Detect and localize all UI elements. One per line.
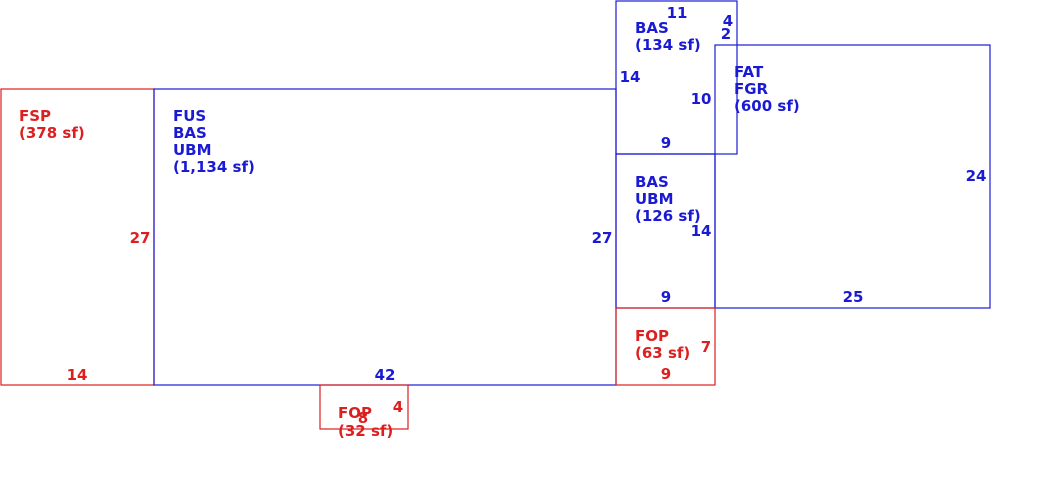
bas-top-dim-bottom: 9 xyxy=(661,134,671,152)
fop-right-label-line-2: (63 sf) xyxy=(635,344,690,362)
bas-top-dim-right-a: 4 xyxy=(723,12,733,30)
garage-outline xyxy=(714,44,991,309)
fsp-label-line-2: (378 sf) xyxy=(19,124,85,142)
garage-dim-bottom: 25 xyxy=(843,288,864,306)
bas-top-dim-left: 14 xyxy=(620,68,641,86)
main-label-line-1: FUS xyxy=(173,107,206,125)
bas-top-label-line-1: BAS xyxy=(635,19,669,37)
bas-top-dim-top: 11 xyxy=(667,4,688,22)
fsp-label-line-1: FSP xyxy=(19,107,51,125)
fop-right-outline xyxy=(615,307,716,386)
bas-top-dim-right-c: 10 xyxy=(691,90,712,108)
fop-bottom-label-line-2: (32 sf) xyxy=(338,422,393,440)
fop-bottom-outline xyxy=(319,384,409,430)
bas-top-label-line-2: (134 sf) xyxy=(635,36,701,54)
bas-ubm-dim-right: 14 xyxy=(691,222,712,240)
bas-ubm-dim-bottom: 9 xyxy=(661,288,671,306)
bas-ubm-label-line-1: BAS xyxy=(635,173,669,191)
fop-right-label-line-1: FOP xyxy=(635,327,669,345)
main-label-line-2: BAS xyxy=(173,124,207,142)
main-dim-right: 27 xyxy=(592,229,613,247)
bas-ubm-label-line-2: UBM xyxy=(635,190,674,208)
fop-bottom-label-line-1: FOP xyxy=(338,404,372,422)
fop-right-dim-bottom: 9 xyxy=(661,365,671,383)
bas-top-dim-right-b: 2 xyxy=(721,25,731,43)
garage-label-line-1: FAT xyxy=(734,63,764,81)
main-living-outline xyxy=(153,88,617,386)
garage-label-line-3: (600 sf) xyxy=(734,97,800,115)
main-label-line-4: (1,134 sf) xyxy=(173,158,255,176)
main-dim-bottom: 42 xyxy=(375,366,396,384)
main-label-line-3: UBM xyxy=(173,141,212,159)
fsp-dim-width: 14 xyxy=(67,366,88,384)
fsp-dim-depth: 27 xyxy=(130,229,151,247)
bas-ubm-label-line-3: (126 sf) xyxy=(635,207,701,225)
fop-bottom-dim-bottom: 8 xyxy=(358,409,368,427)
garage-label-line-2: FGR xyxy=(734,80,769,98)
fop-right-dim-right: 7 xyxy=(701,338,711,356)
fop-bottom-dim-right: 4 xyxy=(393,398,403,416)
garage-dim-right: 24 xyxy=(966,167,987,185)
